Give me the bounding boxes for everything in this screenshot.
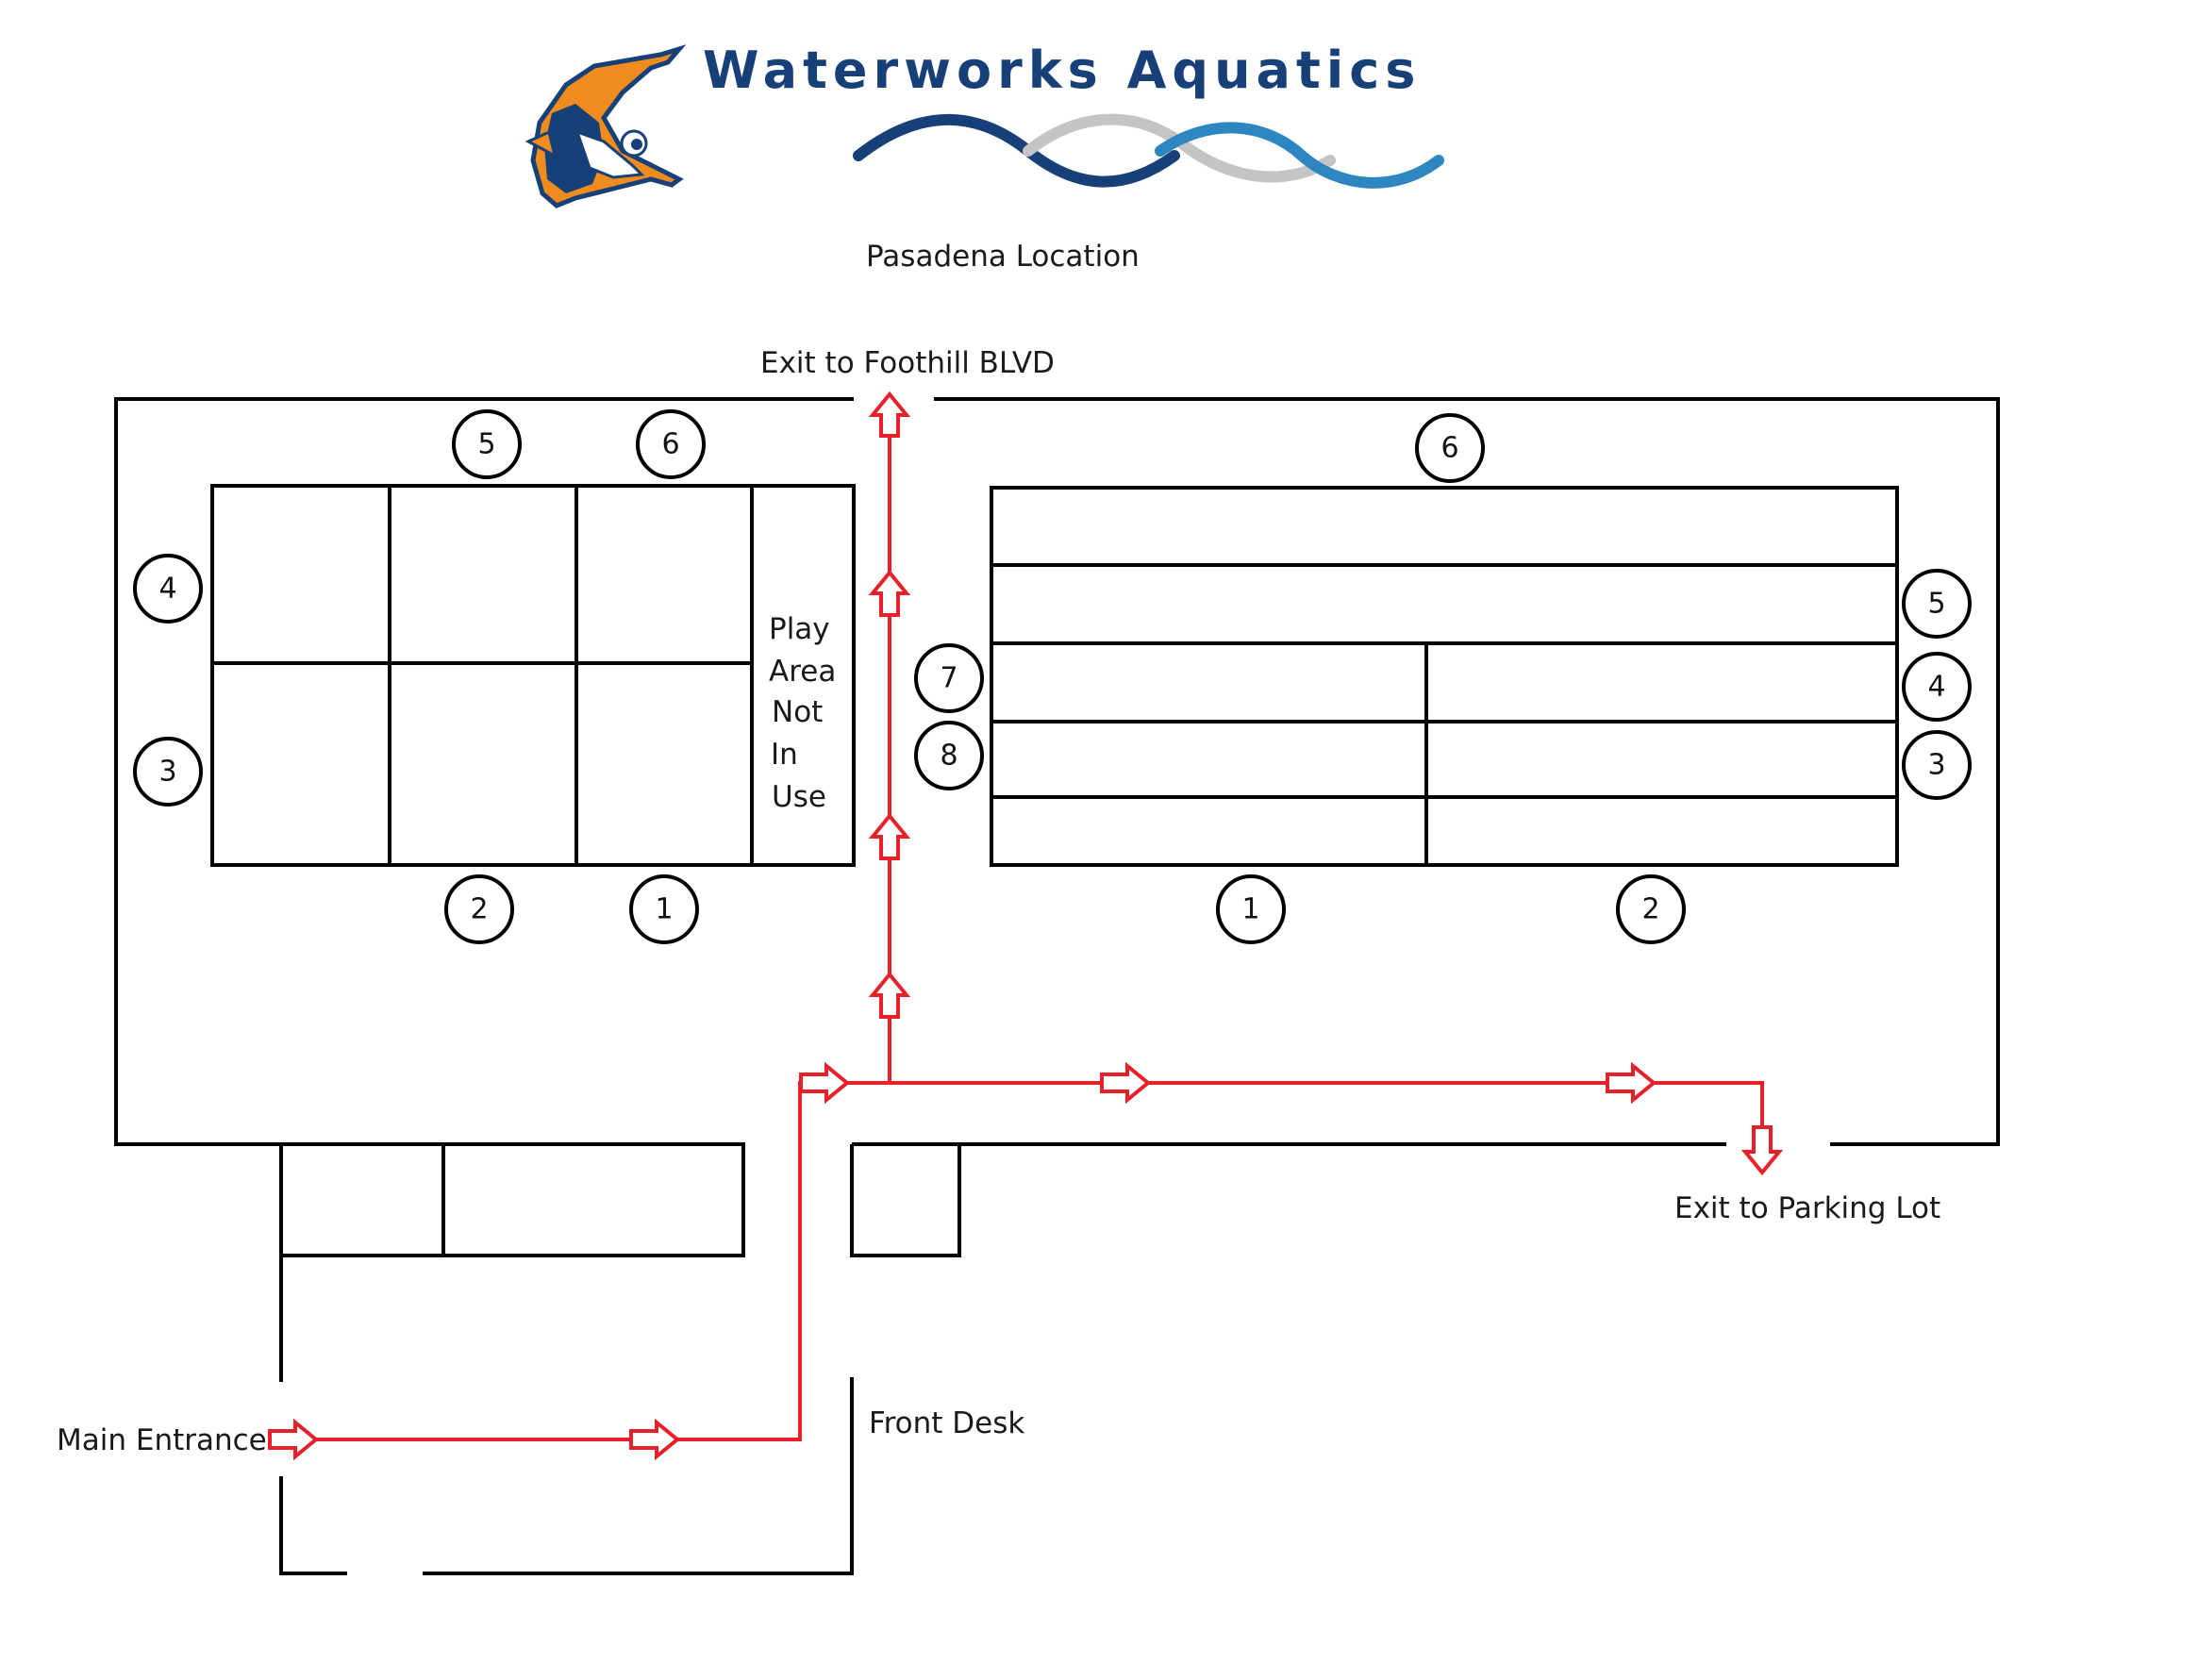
left-marker-4: 4: [158, 573, 176, 606]
left-marker-6: 6: [661, 428, 679, 461]
left-marker-2: 2: [470, 893, 488, 926]
front-desk-label: Front Desk: [869, 1406, 1024, 1440]
right-marker-1: 1: [1241, 893, 1259, 926]
left-pool-outline: [210, 484, 856, 867]
marker-circle: [1902, 652, 1972, 722]
exit-foothill-label: Exit to Foothill BLVD: [760, 346, 1055, 380]
play-area-line-3: Not: [772, 695, 823, 729]
hollow-arrow-icon: [868, 812, 911, 860]
hollow-arrow-icon: [1740, 1125, 1784, 1176]
left-marker-3: 3: [158, 756, 176, 789]
marker-circle: [444, 874, 514, 944]
right-marker-8: 8: [940, 740, 957, 773]
hollow-arrow-icon: [799, 1061, 851, 1105]
shark-mascot-icon: [525, 44, 687, 208]
route-to-parking: [890, 1081, 1764, 1132]
right-marker-2: 2: [1641, 893, 1659, 926]
hollow-arrow-icon: [868, 971, 911, 1019]
right-marker-5: 5: [1927, 588, 1945, 621]
wall-main-right: [934, 397, 2000, 1146]
marker-circle: [914, 721, 984, 790]
marker-circle: [133, 554, 203, 624]
marker-circle: [1216, 874, 1286, 944]
marker-circle: [629, 874, 699, 944]
left-marker-1: 1: [655, 893, 673, 926]
exit-parking-label: Exit to Parking Lot: [1674, 1191, 1940, 1225]
hollow-arrow-icon: [629, 1418, 681, 1461]
play-area-label: Play Area Not In Use: [769, 612, 836, 814]
marker-circle: [452, 409, 522, 479]
left-marker-5: 5: [477, 428, 495, 461]
marker-circle: [133, 737, 203, 807]
wall-main-left: [114, 397, 854, 1146]
marker-circle: [914, 643, 984, 713]
building-walls: [114, 397, 2000, 1575]
marker-circle: [636, 409, 706, 479]
right-pool-outline: [990, 486, 1899, 867]
route-arrows: [268, 391, 1784, 1461]
hollow-arrow-icon: [868, 569, 911, 617]
location-subtitle: Pasadena Location: [866, 240, 1140, 274]
hollow-arrow-icon: [1100, 1061, 1152, 1105]
marker-circle: [1902, 569, 1972, 639]
right-marker-6: 6: [1440, 432, 1458, 465]
wall-lobby-left-lower: [279, 1476, 347, 1575]
marker-circle: [1415, 413, 1485, 483]
hollow-arrow-icon: [268, 1418, 320, 1461]
play-area-line-4: In: [771, 738, 798, 772]
marker-circle: [1902, 730, 1972, 800]
left-pool: [210, 484, 856, 867]
route-entrance-to-hall: [281, 1081, 890, 1441]
play-area-line-2: Area: [769, 655, 836, 689]
hollow-arrow-icon: [1606, 1061, 1657, 1105]
room-lobby-block: [279, 1142, 745, 1257]
front-desk-box: [850, 1144, 961, 1257]
marker-circle: [1616, 874, 1686, 944]
play-area-line-5: Use: [772, 780, 826, 814]
brand-name: Waterworks Aquatics: [703, 41, 1421, 100]
wall-lobby-bottom: [423, 1377, 854, 1575]
right-pool: [990, 486, 1899, 867]
markers-circles: [133, 409, 1972, 944]
right-marker-3: 3: [1927, 749, 1945, 782]
play-area-line-1: Play: [769, 612, 830, 646]
evacuation-route: [281, 432, 1764, 1441]
right-marker-7: 7: [940, 662, 957, 695]
markers-labels: 5 6 4 3 2 1 6 5 4 3 7 8 1 2: [158, 428, 1945, 926]
main-entrance-label: Main Entrance: [57, 1423, 267, 1457]
hollow-arrow-icon: [868, 391, 911, 438]
wave-logo-icon: [853, 113, 1444, 189]
right-marker-4: 4: [1927, 671, 1945, 704]
